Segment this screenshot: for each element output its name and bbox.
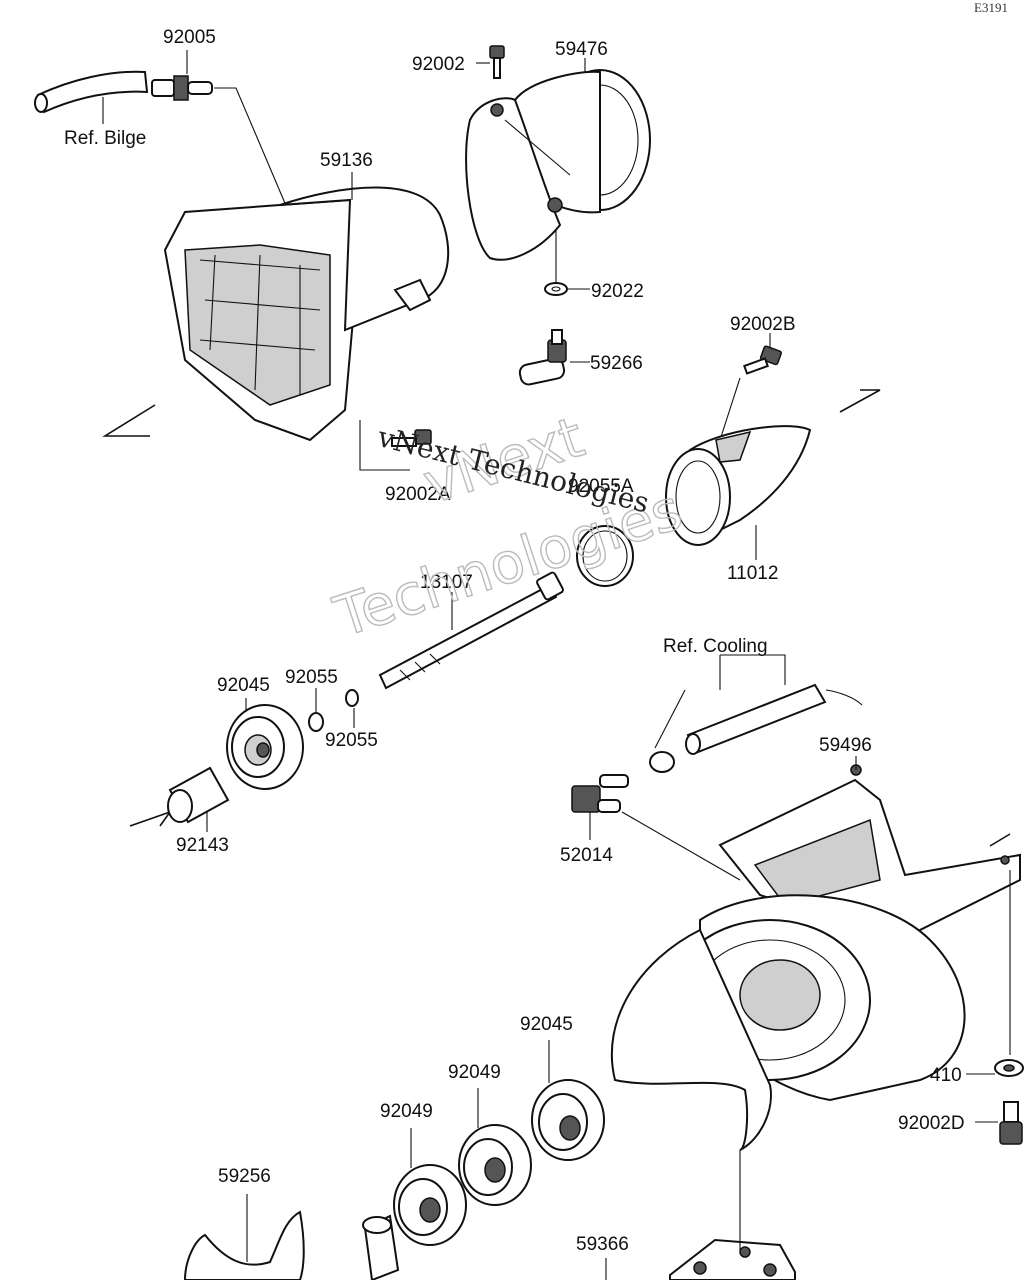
label-92049-left: 92049 [380, 1101, 433, 1122]
label-ref-bilge: Ref. Bilge [64, 128, 146, 149]
label-13107: 13107 [420, 572, 473, 593]
label-92002b: 92002B [730, 314, 796, 335]
label-410: 410 [930, 1065, 962, 1086]
label-59496: 59496 [819, 735, 872, 756]
corner-code: E3191 [974, 0, 1008, 15]
clamp-59476 [465, 69, 651, 261]
label-92055-a: 92055 [285, 667, 338, 688]
bolt-92002d [999, 1101, 1023, 1145]
pump-housing-59136 [163, 186, 450, 442]
label-92045-top: 92045 [217, 675, 270, 696]
label-ref-cooling: Ref. Cooling [663, 636, 768, 657]
elbow-59266 [518, 329, 567, 386]
housing-59496 [610, 764, 1021, 1151]
direction-arrows [102, 389, 1011, 847]
label-92049-right: 92049 [448, 1062, 501, 1083]
bolt-92002 [489, 45, 505, 79]
bearing-92045-top [226, 704, 304, 790]
label-92005: 92005 [163, 27, 216, 48]
part-labels: 92005 Ref. Bilge 92002 59476 59136 92022… [64, 27, 965, 1255]
o-ring-92055a [576, 525, 634, 587]
label-92002a: 92002A [385, 484, 451, 505]
label-59256: 59256 [218, 1166, 271, 1187]
label-92045-bottom: 92045 [520, 1014, 573, 1035]
bearing-92049-left [393, 1164, 467, 1246]
label-59136: 59136 [320, 150, 373, 171]
fitting-52014 [571, 774, 629, 813]
washer-92055-b [345, 689, 359, 707]
nozzle-11012 [665, 425, 812, 546]
shaft-13107 [378, 571, 564, 690]
label-59366: 59366 [576, 1234, 629, 1255]
label-92022: 92022 [591, 281, 644, 302]
label-92002: 92002 [412, 54, 465, 75]
impeller-59256 [183, 1210, 305, 1280]
bearing-92049-right [458, 1124, 532, 1206]
bilge-hose [34, 70, 149, 114]
label-92055-b: 92055 [325, 730, 378, 751]
bolt-92002b [743, 345, 782, 375]
cooling-hose [685, 683, 863, 755]
label-59266: 59266 [590, 353, 643, 374]
label-59476: 59476 [555, 39, 608, 60]
washer-92022 [544, 282, 568, 296]
bushing [362, 1214, 400, 1280]
label-92143: 92143 [176, 835, 229, 856]
label-92055a: 92055A [568, 476, 634, 497]
washer-92055-a [308, 712, 324, 732]
plate-59366 [669, 1238, 796, 1280]
bearing-92045-bottom [531, 1079, 605, 1161]
label-52014: 52014 [560, 845, 613, 866]
sleeve-92143 [167, 766, 230, 824]
label-92002d: 92002D [898, 1113, 965, 1134]
hose-clamp [649, 689, 686, 773]
label-11012: 11012 [727, 563, 778, 584]
fitting-92005 [151, 75, 213, 101]
bolt-92002a [391, 429, 432, 447]
washer-410 [994, 1059, 1024, 1077]
